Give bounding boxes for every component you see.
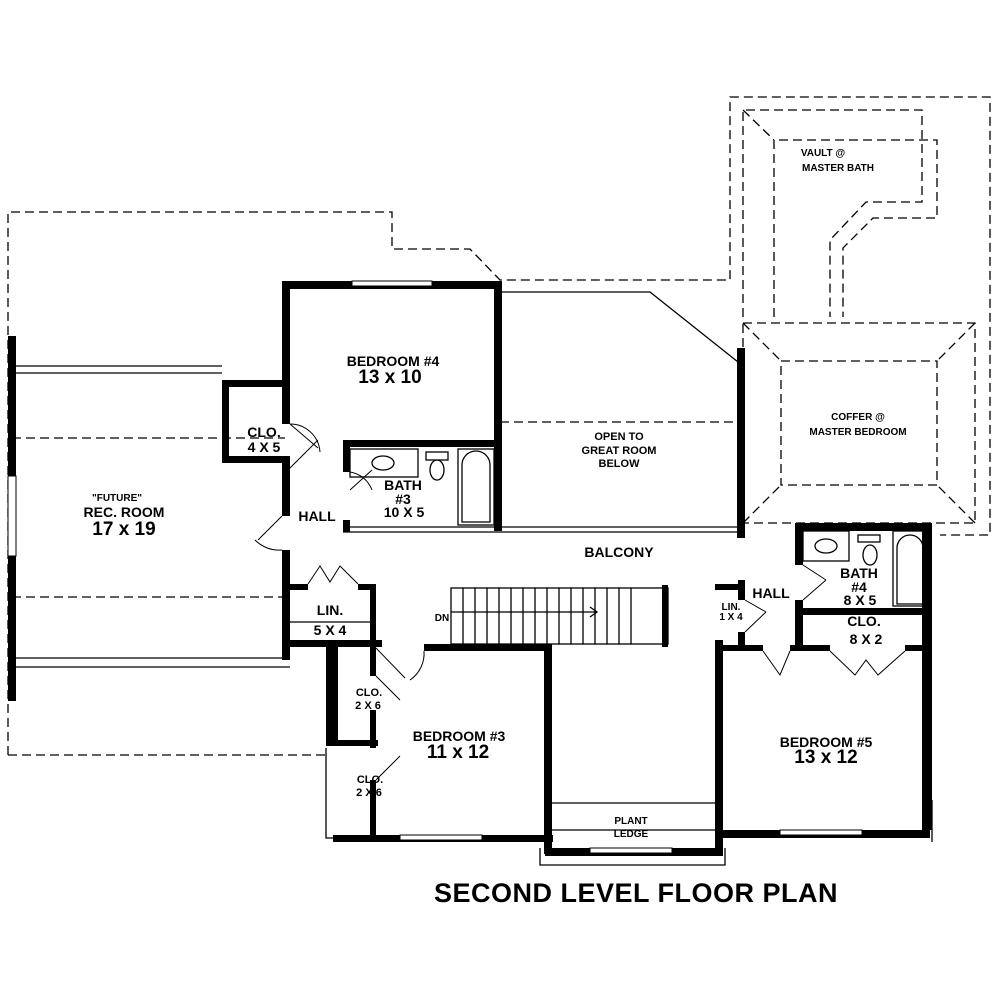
- bath3-name: BATH: [384, 477, 422, 493]
- bedroom5-name: BEDROOM #5: [779, 734, 873, 750]
- linen-right-name: LIN.: [721, 602, 741, 613]
- plant-ledge-line1: PLANT: [614, 816, 648, 827]
- bath3-size: 10 X 5: [383, 504, 425, 520]
- windows: [7, 280, 863, 854]
- closet-bed3-a-name: CLO.: [355, 687, 383, 699]
- coffer-master-bedroom-line2: MASTER BEDROOM: [809, 427, 907, 438]
- rec-room-future-note: "FUTURE": [91, 493, 143, 504]
- bath4-size: 8 X 5: [843, 592, 877, 608]
- plant-ledge-line2: LEDGE: [613, 829, 649, 840]
- linen-left-size: 5 X 4: [313, 622, 347, 638]
- doors: [254, 423, 906, 781]
- coffer-master-bedroom-line1: COFFER @: [831, 412, 885, 423]
- floor-plan-title: SECOND LEVEL FLOOR PLAN: [434, 878, 839, 908]
- rec-room-name: REC. ROOM: [83, 504, 165, 520]
- linen-left-name: LIN.: [316, 602, 344, 618]
- bedroom4-name: BEDROOM #4: [346, 353, 440, 369]
- closet-bed5-name: CLO.: [847, 613, 881, 629]
- closet-bed5-size: 8 X 2: [849, 631, 883, 647]
- open-to-great-room-line1: OPEN TO: [594, 431, 644, 443]
- bath4-number: #4: [851, 579, 867, 595]
- vault-master-bath-line1: VAULT @: [800, 148, 846, 159]
- open-to-great-room-line2: GREAT ROOM: [581, 445, 657, 457]
- linen-right-size: 1 X 4: [719, 612, 743, 623]
- bedroom5-size: 13 x 12: [794, 747, 858, 768]
- closet-bed4-name: CLO.: [247, 424, 281, 440]
- bedroom3-size: 11 x 12: [426, 742, 490, 763]
- walls: [8, 281, 932, 856]
- hall-left-label: HALL: [298, 508, 336, 524]
- bedroom4-size: 13 x 10: [358, 367, 422, 388]
- stair: [450, 587, 669, 645]
- hall-right-label: HALL: [752, 585, 790, 601]
- bath4-name: BATH: [840, 565, 878, 581]
- closet-bed3-b-name: CLO.: [356, 774, 384, 786]
- closet-bed3-a-size: 2 X 6: [355, 700, 381, 712]
- bath3-number: #3: [395, 491, 411, 507]
- closet-bed4-size: 4 X 5: [247, 439, 281, 455]
- thin-lines: [14, 291, 933, 866]
- stair-down-label: DN: [434, 613, 450, 624]
- bedroom3-name: BEDROOM #3: [412, 728, 506, 744]
- vault-master-bath-line2: MASTER BATH: [801, 163, 875, 174]
- rec-room-size: 17 x 19: [92, 519, 156, 540]
- bath-fixtures: [349, 448, 928, 607]
- closet-bed3-b-size: 2 X 6: [356, 787, 382, 799]
- open-to-great-room-line3: BELOW: [598, 458, 640, 470]
- balcony-label: BALCONY: [584, 544, 654, 560]
